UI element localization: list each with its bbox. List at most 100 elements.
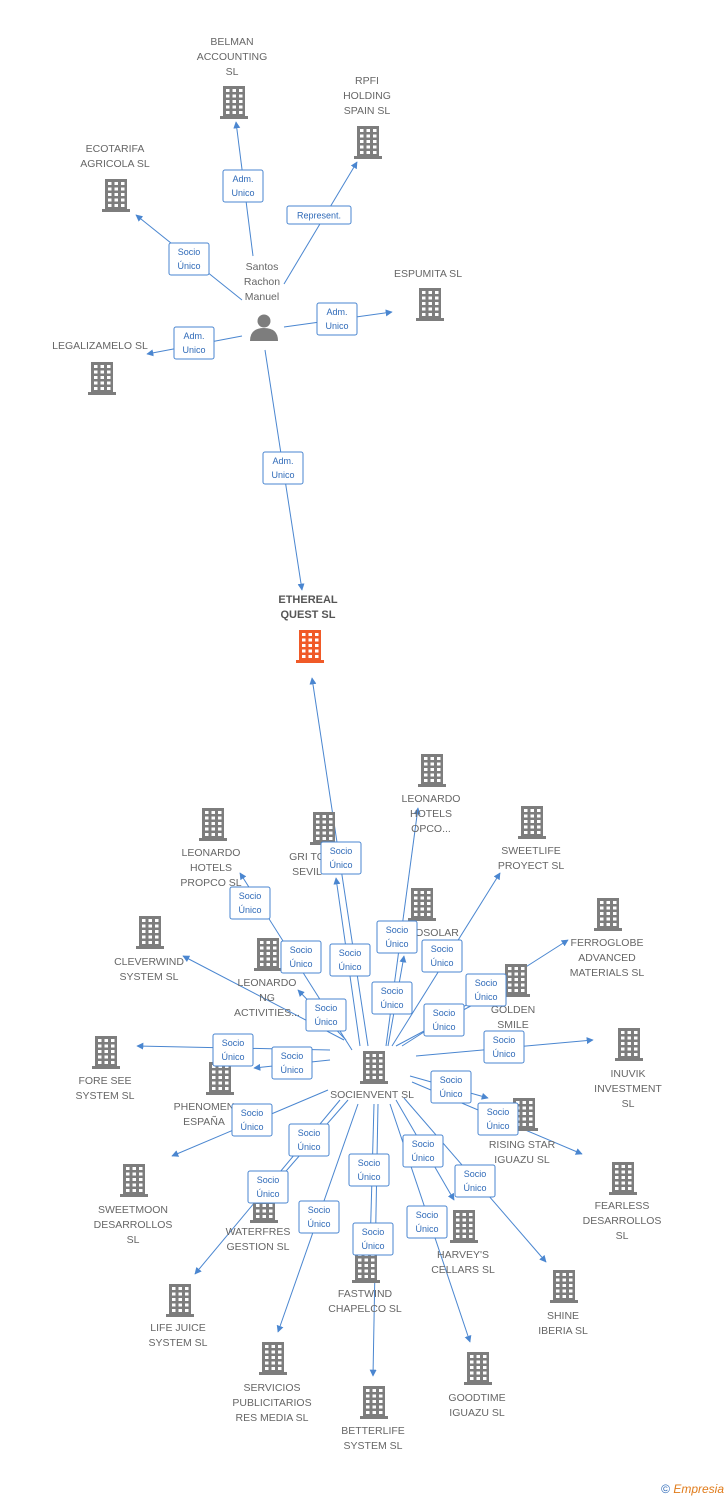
company-building-icon[interactable] [518, 806, 546, 839]
node-label-leonardo_act[interactable]: LEONARDO [238, 977, 297, 989]
relation-badge-ethereal[interactable]: Adm.Unico [262, 451, 304, 485]
node-label-belman[interactable]: ACCOUNTING [197, 51, 268, 63]
node-label-cleverwind[interactable]: SYSTEM SL [120, 971, 179, 983]
node-label-harveys[interactable]: CELLARS SL [431, 1264, 495, 1276]
node-label-ethereal[interactable]: ETHEREAL [278, 594, 338, 606]
node-label-santos[interactable]: Manuel [245, 291, 279, 303]
node-label-shine[interactable]: IBERIA SL [538, 1325, 588, 1337]
node-label-risingstar[interactable]: RISING STAR [489, 1139, 556, 1151]
relation-badge-rpfi[interactable]: Represent. [286, 205, 352, 225]
node-label-ferroglobe[interactable]: FERROGLOBE [571, 937, 644, 949]
node-label-cleverwind[interactable]: CLEVERWIND [114, 956, 184, 968]
company-building-icon[interactable] [464, 1352, 492, 1385]
company-building-icon[interactable] [136, 916, 164, 949]
node-label-belman[interactable]: BELMAN [210, 36, 253, 48]
node-label-ecotarifa[interactable]: AGRICOLA SL [80, 158, 150, 170]
node-label-fastwind[interactable]: CHAPELCO SL [328, 1303, 402, 1315]
node-label-golden[interactable]: SMILE [497, 1019, 529, 1031]
company-building-icon[interactable] [102, 179, 130, 212]
node-label-goodtime[interactable]: IGUAZU SL [449, 1407, 505, 1419]
brand-logo-text[interactable]: Empresia [673, 1482, 724, 1496]
node-label-phenomenon[interactable]: PHENOMEN [174, 1101, 235, 1113]
node-label-sweetmoon[interactable]: SWEETMOON [98, 1204, 168, 1216]
node-label-rpfi[interactable]: RPFI [355, 75, 379, 87]
company-building-icon[interactable] [408, 888, 436, 921]
node-label-servicios[interactable]: PUBLICITARIOS [232, 1397, 311, 1409]
node-label-goodtime[interactable]: GOODTIME [448, 1392, 505, 1404]
node-label-legalizamelo[interactable]: LEGALIZAMELO SL [52, 340, 148, 352]
node-label-leonardo_opco[interactable]: OPCO... [411, 823, 451, 835]
company-building-icon[interactable] [310, 812, 338, 845]
node-label-leonardo_propco[interactable]: PROPCO SL [180, 877, 241, 889]
company-building-icon[interactable] [166, 1284, 194, 1317]
company-building-icon[interactable] [352, 1250, 380, 1283]
node-label-foresee[interactable]: SYSTEM SL [76, 1090, 135, 1102]
relation-badge-belman[interactable]: Adm.Unico [222, 169, 264, 203]
node-label-ethereal[interactable]: QUEST SL [280, 609, 335, 621]
node-label-lifejuice[interactable]: SYSTEM SL [149, 1337, 208, 1349]
node-label-leonardo_propco[interactable]: LEONARDO [182, 847, 241, 859]
company-building-icon[interactable] [502, 964, 530, 997]
company-building-icon[interactable] [92, 1036, 120, 1069]
node-label-leonardo_opco[interactable]: LEONARDO [402, 793, 461, 805]
node-label-servicios[interactable]: RES MEDIA SL [236, 1412, 309, 1424]
node-label-leonardo_opco[interactable]: HOTELS [410, 808, 452, 820]
node-label-foresee[interactable]: FORE SEE [78, 1075, 131, 1087]
node-label-gri[interactable]: SEVIL [292, 866, 322, 878]
node-label-belman[interactable]: SL [226, 66, 239, 78]
company-building-icon[interactable] [594, 898, 622, 931]
node-label-betterlife[interactable]: SYSTEM SL [344, 1440, 403, 1452]
company-building-icon[interactable] [120, 1164, 148, 1197]
node-label-phenomenon[interactable]: ESPAÑA [183, 1115, 225, 1128]
company-building-icon[interactable] [360, 1386, 388, 1419]
node-label-sweetlife[interactable]: PROYECT SL [498, 860, 564, 872]
node-label-sweetlife[interactable]: SWEETLIFE [501, 845, 561, 857]
node-label-rpfi[interactable]: SPAIN SL [344, 105, 391, 117]
relation-badge-espumita[interactable]: Adm.Unico [316, 302, 358, 336]
node-label-betterlife[interactable]: BETTERLIFE [341, 1425, 405, 1437]
node-label-shine[interactable]: SHINE [547, 1310, 579, 1322]
company-building-icon[interactable] [360, 1051, 388, 1084]
company-building-icon[interactable] [354, 126, 382, 159]
person-icon[interactable] [250, 314, 278, 342]
node-label-fearless[interactable]: DESARROLLOS [583, 1215, 662, 1227]
main-company-building-icon[interactable] [296, 630, 324, 663]
node-label-harveys[interactable]: HARVEY'S [437, 1249, 489, 1261]
company-building-icon[interactable] [615, 1028, 643, 1061]
node-label-santos[interactable]: Santos [246, 261, 279, 273]
node-label-risingstar[interactable]: IGUAZU SL [494, 1154, 550, 1166]
node-label-leonardo_act[interactable]: ACTIVITIES... [234, 1007, 300, 1019]
node-label-espumita[interactable]: ESPUMITA SL [394, 268, 462, 280]
node-label-waterfresh[interactable]: WATERFRES [226, 1226, 291, 1238]
node-label-lifejuice[interactable]: LIFE JUICE [150, 1322, 205, 1334]
node-label-sweetmoon[interactable]: DESARROLLOS [94, 1219, 173, 1231]
company-building-icon[interactable] [259, 1342, 287, 1375]
node-label-inuvik[interactable]: INUVIK [610, 1068, 645, 1080]
company-building-icon[interactable] [206, 1062, 234, 1095]
node-label-golden[interactable]: GOLDEN [491, 1004, 535, 1016]
company-building-icon[interactable] [609, 1162, 637, 1195]
node-label-ecotarifa[interactable]: ECOTARIFA [86, 143, 145, 155]
node-label-servicios[interactable]: SERVICIOS [244, 1382, 301, 1394]
node-label-waterfresh[interactable]: GESTION SL [226, 1241, 289, 1253]
node-label-fearless[interactable]: FEARLESS [595, 1200, 650, 1212]
